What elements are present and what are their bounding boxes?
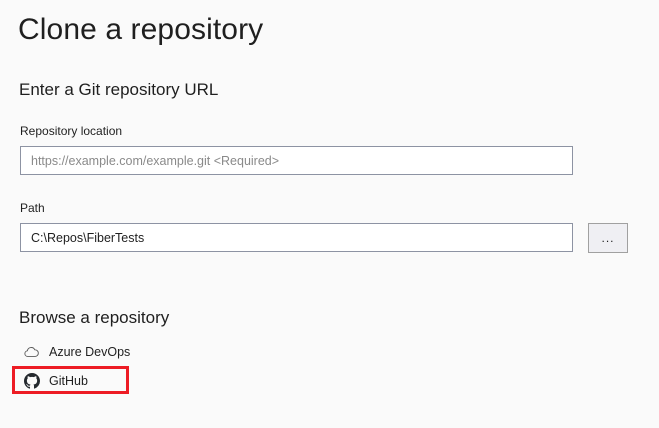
page-title: Clone a repository — [18, 13, 264, 46]
cloud-icon — [23, 344, 40, 361]
url-section-heading: Enter a Git repository URL — [19, 80, 219, 99]
github-icon — [23, 373, 40, 390]
path-input[interactable] — [20, 223, 573, 252]
repository-location-input[interactable] — [20, 146, 573, 175]
provider-label-azure-devops: Azure DevOps — [49, 344, 131, 359]
browse-section-heading: Browse a repository — [19, 308, 170, 327]
browse-path-button[interactable]: ... — [588, 223, 628, 253]
provider-label-github: GitHub — [49, 373, 88, 388]
provider-item-github[interactable]: GitHub — [20, 370, 94, 392]
path-label: Path — [20, 201, 45, 215]
repository-location-label: Repository location — [20, 124, 123, 138]
provider-item-azure-devops[interactable]: Azure DevOps — [20, 341, 136, 363]
ellipsis-icon: ... — [601, 231, 615, 245]
